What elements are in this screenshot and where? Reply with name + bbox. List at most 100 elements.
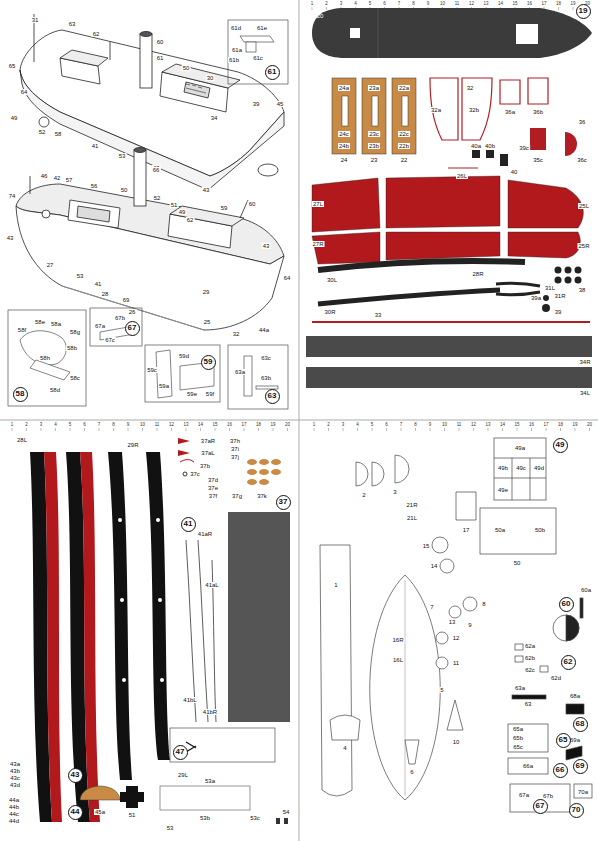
former-outline (512, 695, 546, 699)
callout-circle: 37 (276, 495, 291, 510)
part-label: 53a (204, 778, 216, 784)
small-part (186, 742, 196, 752)
part-label: 62a (524, 643, 536, 649)
ruler-number: 8 (413, 423, 418, 428)
callout-number: 61 (268, 68, 277, 76)
small-part (472, 150, 480, 158)
former-outline (566, 704, 584, 714)
callout-number: 60 (562, 600, 571, 608)
part-label: 41bL (182, 697, 197, 703)
ruler-tick (26, 428, 27, 431)
small-part (247, 469, 257, 475)
round-part (555, 277, 562, 284)
part-sketch (240, 36, 274, 42)
small-part (178, 438, 190, 444)
sheet-divider (0, 420, 598, 421)
ruler-number: 11 (454, 2, 461, 7)
part-label: 59d (178, 353, 190, 359)
callout-circle: 58 (13, 387, 28, 402)
ruler-tick (84, 428, 85, 431)
red-hull-panel (312, 232, 380, 264)
rail-strip (306, 336, 592, 388)
part-label: 43a (9, 761, 21, 767)
callout-circle: 65 (556, 733, 571, 748)
red-hull-panel (386, 176, 500, 228)
ruler-tick (12, 428, 13, 431)
ruler-number: 19 (569, 2, 576, 7)
part-label: 2 (361, 492, 366, 498)
callout-circle: 44 (68, 805, 83, 820)
ruler-number: 20 (586, 423, 593, 428)
round-part (542, 304, 550, 312)
part-label: 67c (104, 337, 116, 343)
former-outline (456, 492, 476, 520)
part-label: 37aL (200, 450, 215, 456)
part-label: 65 (8, 63, 17, 69)
part-label: 63b (260, 375, 272, 381)
small-part (284, 818, 288, 824)
ruler-tick (128, 428, 129, 431)
part-label: 63a (234, 369, 246, 375)
ship-illustration (186, 84, 206, 93)
part-label: 22c (398, 131, 410, 137)
part-label: 29L (177, 772, 189, 778)
small-part (530, 128, 546, 150)
ruler-number: 5 (368, 2, 373, 7)
ruler-number: 7 (397, 2, 402, 7)
ruler-tick (328, 428, 329, 431)
part-label: 27 (46, 262, 55, 268)
red-hull-panel (508, 232, 580, 258)
former-outline (320, 545, 352, 796)
red-part (500, 80, 520, 104)
part-label: 11 (452, 660, 460, 666)
part-label: 59a (158, 383, 170, 389)
hull-strip (158, 598, 162, 602)
ship-illustration (39, 117, 49, 127)
rail-strip (306, 336, 592, 357)
former-outline (370, 575, 441, 800)
callout-number: 41 (184, 520, 193, 528)
part-label: 23c (368, 131, 380, 137)
part-label: 69a (569, 737, 581, 743)
ruler-tick (200, 428, 201, 431)
ruler-number: 14 (497, 2, 504, 7)
part-label: 16L (392, 657, 404, 663)
small-part (170, 728, 275, 762)
small-part (448, 128, 577, 168)
part-label: 31L (544, 285, 556, 291)
ruler-number: 10 (139, 423, 146, 428)
ship-illustration (170, 206, 244, 226)
ruler-number: 1 (10, 423, 15, 428)
part-label: 7 (429, 604, 434, 610)
part-label: 36a (504, 109, 516, 115)
ruler-number: 1 (310, 2, 315, 7)
red-hull-panel (386, 232, 500, 260)
part-label: 44d (8, 818, 20, 824)
detail-inset (90, 308, 142, 346)
part-label: 37k (256, 493, 268, 499)
wood-panel (402, 96, 408, 126)
ruler-number: 3 (339, 2, 344, 7)
callout-number: 70 (572, 806, 581, 814)
part-label: 46 (40, 173, 49, 179)
part-label: 27R (311, 241, 324, 247)
callout-number: 44 (71, 808, 80, 816)
former-outline (494, 438, 546, 500)
part-label: 52 (38, 129, 47, 135)
ruler-number: 6 (382, 2, 387, 7)
part-label: 41aR (197, 531, 213, 537)
ruler-number: 9 (426, 2, 431, 7)
ruler-number: 11 (456, 423, 463, 428)
part-label: 63c (260, 355, 272, 361)
former-outline (494, 478, 546, 479)
ship-illustration (68, 200, 120, 228)
ruler-tick (558, 7, 559, 10)
callout-number: 43 (71, 771, 80, 779)
small-part (486, 150, 494, 158)
small-part (271, 469, 281, 475)
part-label: 41 (94, 281, 103, 287)
part-label: 59e (186, 391, 198, 397)
part-label: 34R (578, 359, 591, 365)
former-outline (436, 657, 448, 669)
former-outline (436, 632, 448, 644)
